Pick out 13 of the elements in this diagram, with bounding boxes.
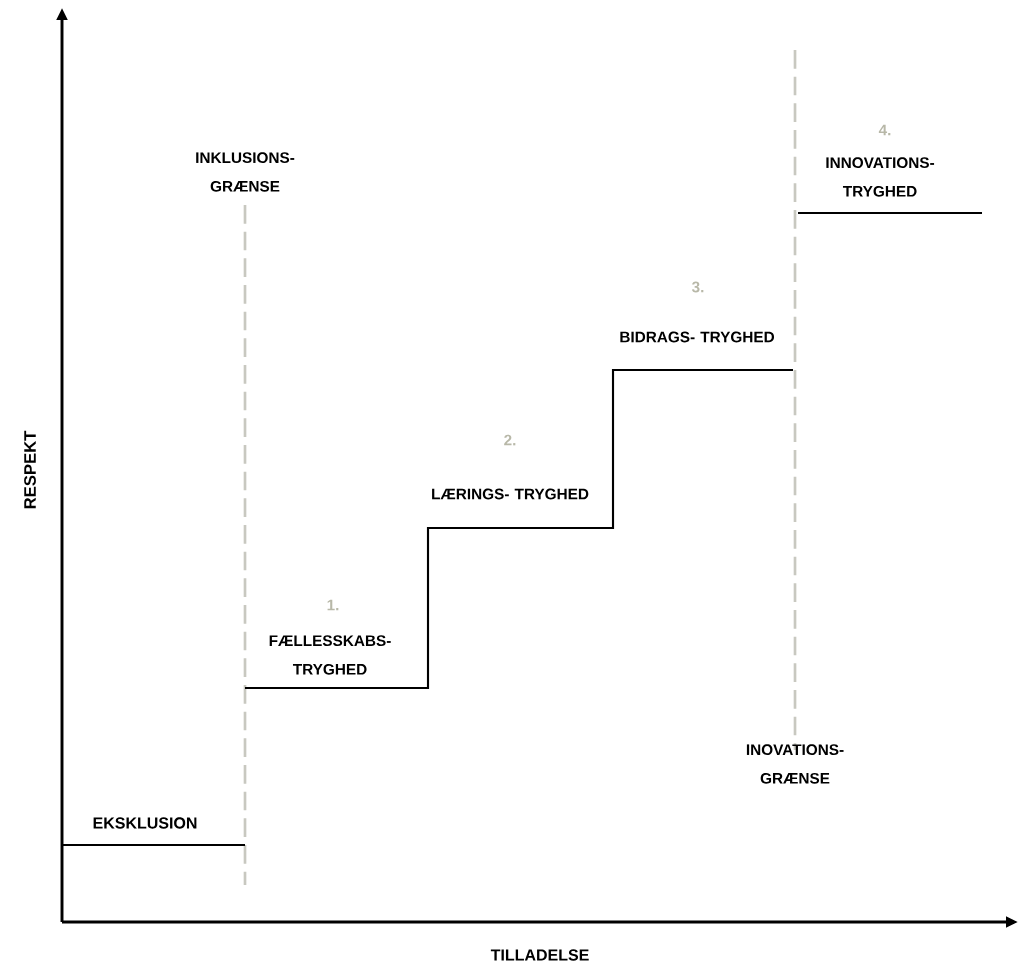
step-number: 4. bbox=[878, 124, 891, 136]
step-number: 1. bbox=[327, 599, 339, 611]
boundary-label: INOVATIONS- GRÆNSE bbox=[746, 744, 844, 784]
step-label: INNOVATIONS- TRYGHED bbox=[826, 157, 935, 197]
step-label: BIDRAGS- TRYGHED bbox=[620, 331, 775, 343]
step-label: FÆLLESSKABS- TRYGHED bbox=[269, 635, 391, 675]
single-label: EKSKLUSION bbox=[93, 817, 197, 829]
boundary-label: INKLUSIONS- GRÆNSE bbox=[196, 152, 295, 192]
axis-label: TILLADELSE bbox=[490, 949, 589, 961]
axis-label: RESPEKT bbox=[24, 430, 36, 509]
step-number: 3. bbox=[691, 281, 704, 293]
step-label: LÆRINGS- TRYGHED bbox=[432, 488, 589, 500]
step-number: 2. bbox=[504, 434, 516, 446]
